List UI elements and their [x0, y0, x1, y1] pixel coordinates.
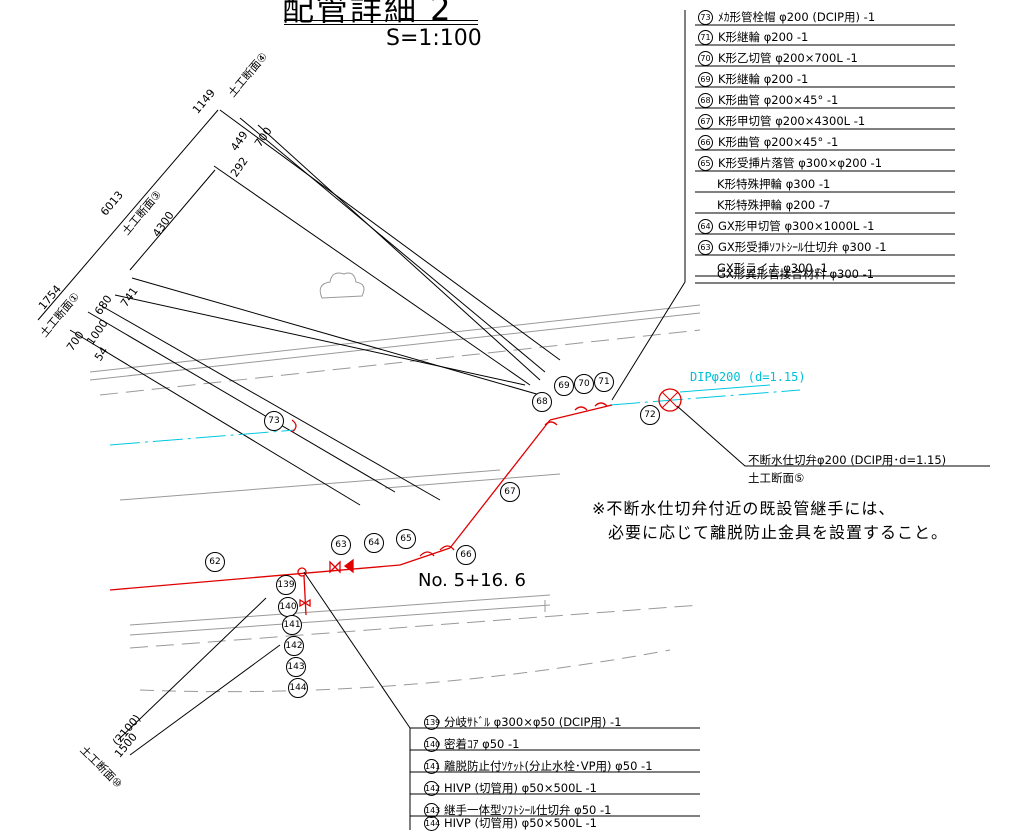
legend-item: GX形ライナ φ300 -1 — [717, 261, 828, 275]
callout-66: 66 — [456, 545, 476, 565]
legend-item: GX形異形管接合材料 φ300 -1 — [717, 267, 875, 281]
valve-label-line2: 土工断面⑤ — [748, 471, 805, 485]
callout-67: 67 — [500, 482, 520, 502]
top-legend-table — [695, 24, 955, 284]
callout-140: 140 — [278, 597, 298, 617]
road-lines — [89, 304, 701, 693]
legend-item: K形特殊押輪 φ300 -1 — [717, 177, 831, 191]
callout-71: 71 — [594, 372, 614, 392]
callout-72: 72 — [640, 405, 660, 425]
valve-72-symbol — [658, 388, 682, 412]
existing-pipe-right — [609, 389, 801, 406]
bottom-legend-table — [410, 727, 700, 817]
valve-label-line1: 不断水仕切弁φ200 (DCIP用･d=1.15) — [748, 453, 947, 467]
new-pipe — [109, 402, 613, 616]
callout-70: 70 — [574, 374, 594, 394]
note-line-1: ※不断水仕切弁付近の既設管継手には、 — [592, 499, 896, 518]
callout-141: 141 — [282, 615, 302, 635]
dip-pipe-label: DIPφ200 (d=1.15) — [690, 370, 806, 384]
callout-73: 73 — [264, 411, 284, 431]
callout-144: 144 — [288, 678, 308, 698]
callout-143: 143 — [286, 657, 306, 677]
callout-65: 65 — [396, 529, 416, 549]
drawing-scale: S=1:100 — [386, 26, 482, 51]
dip-underline — [679, 384, 771, 393]
drawing-title: 配管詳細 2 — [282, 0, 453, 28]
tree-symbol — [319, 272, 365, 299]
note-line-2: 必要に応じて離脱防止金具を設置すること。 — [608, 523, 949, 542]
dimension-lines — [37, 109, 561, 506]
construction-note: ※不断水仕切弁付近の既設管継手には、 必要に応じて離脱防止金具を設置すること。 — [592, 497, 948, 545]
callout-64: 64 — [364, 533, 384, 553]
title-underline — [284, 20, 478, 21]
callout-68: 68 — [532, 392, 552, 412]
callout-63: 63 — [331, 535, 351, 555]
callout-139: 139 — [276, 575, 296, 595]
station-label: No. 5+16. 6 — [418, 570, 526, 591]
callout-69: 69 — [554, 376, 574, 396]
callout-62: 62 — [205, 552, 225, 572]
callout-142: 142 — [284, 636, 304, 656]
leader-lines — [117, 10, 990, 830]
existing-pipe-left — [109, 429, 296, 446]
legend-item: K形特殊押輪 φ200 -7 — [717, 198, 831, 212]
